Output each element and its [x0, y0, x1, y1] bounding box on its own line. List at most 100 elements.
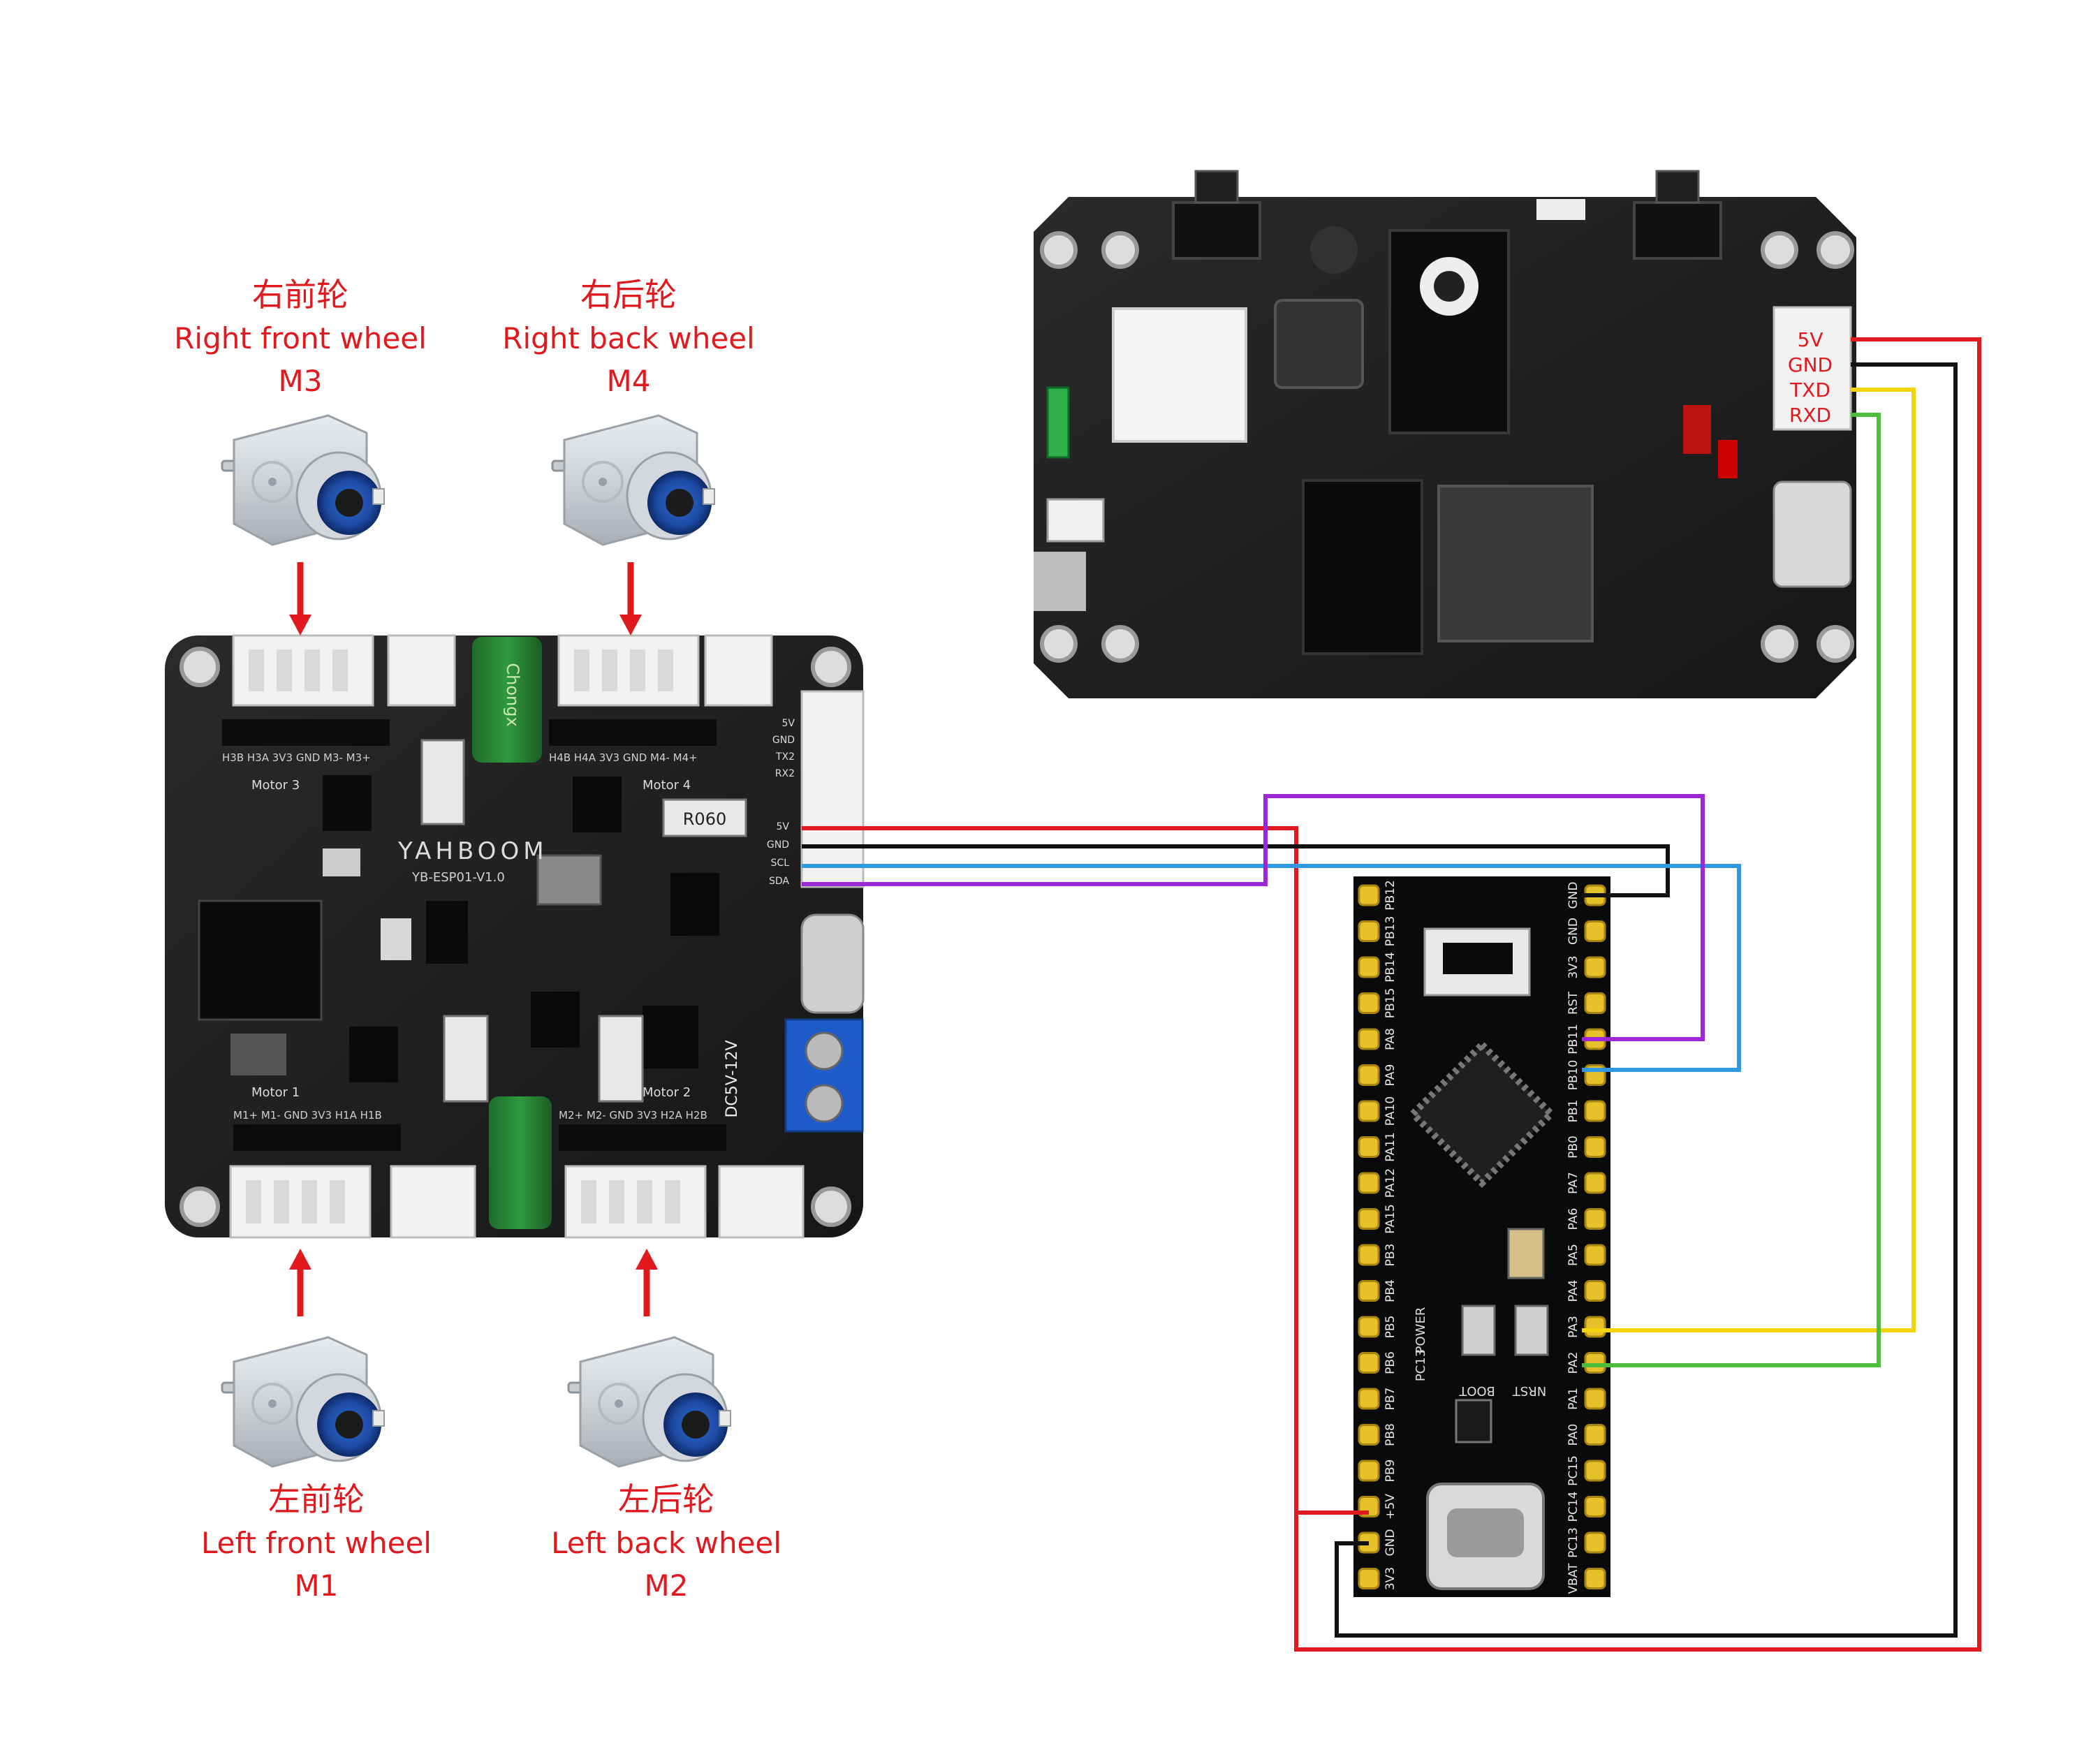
component: [1536, 199, 1585, 220]
label-m3-cn: 右前轮: [252, 276, 348, 314]
pin-pad: [1584, 1531, 1606, 1554]
label-m2-code: M2: [644, 1568, 689, 1603]
stm32-pin-label: PA9: [1384, 1064, 1397, 1087]
pin-pad: [1358, 1172, 1380, 1194]
stm32-pin-label: PB8: [1384, 1423, 1397, 1446]
stm32-pin-label: PB7: [1384, 1388, 1397, 1411]
motor-m3: [221, 414, 385, 546]
wire-gnd-module: [1335, 362, 1958, 1638]
motor1-connector: [229, 1165, 372, 1239]
stm32-pin-label: PA3: [1566, 1316, 1580, 1338]
crystal: [230, 1034, 286, 1075]
side-button: [1633, 201, 1722, 260]
arrowhead-m3: [289, 615, 311, 635]
label-m4-en: Right back wheel: [502, 321, 755, 356]
pin-pad: [1358, 1316, 1380, 1338]
side-pin-scl: SCL: [771, 858, 790, 869]
stm32-pin-label: PB5: [1384, 1316, 1397, 1339]
mcu-chip: [198, 899, 323, 1021]
pin-pad: [1358, 1064, 1380, 1086]
stm32-pin-label: GND: [1384, 1529, 1397, 1557]
pin-pad: [1584, 1352, 1606, 1374]
stm32-pin-label: PB1: [1566, 1100, 1580, 1123]
label-m2-en: Left back wheel: [551, 1526, 781, 1561]
arrows: [289, 562, 658, 1316]
pin-pad: [1358, 1388, 1380, 1410]
pin-pad: [1584, 1244, 1606, 1266]
stm32-pin-label: 3V3: [1384, 1567, 1397, 1590]
mount-hole: [1040, 625, 1078, 663]
pin-pad: [1358, 1568, 1380, 1589]
wire-5v-module: [1294, 337, 1981, 1652]
motor4-connector: [557, 634, 700, 707]
mount-hole: [179, 1186, 220, 1227]
motor-m4: [551, 414, 715, 546]
driver-ic: [643, 1006, 698, 1068]
resistor-label: R060: [683, 809, 726, 829]
pin-pad: [1358, 1424, 1380, 1446]
main-chip: [1302, 479, 1423, 655]
mount-hole: [1817, 231, 1854, 269]
wire-5v-driver: [802, 826, 1369, 1515]
pin-pad: [1358, 1280, 1380, 1302]
label-m2: 左后轮 Left back wheel M2: [527, 1480, 806, 1603]
stm32-pin-label: PC13: [1566, 1527, 1580, 1558]
pin-pad: [1358, 1352, 1380, 1374]
stm32-pin-label: PB4: [1384, 1279, 1397, 1302]
pin-pad: [1584, 920, 1606, 942]
pin-pad: [1358, 1460, 1380, 1482]
stm32-pin-label: PA1: [1566, 1388, 1580, 1410]
stm32-pin-label: PA4: [1566, 1280, 1580, 1302]
pin-pad: [1358, 920, 1380, 942]
wires: [802, 337, 1981, 1652]
pin-pad: [1358, 956, 1380, 978]
label-m2-cn: 左后轮: [618, 1480, 714, 1518]
component: [1034, 552, 1086, 611]
capacitor: [489, 1096, 552, 1229]
regulator: [1455, 1399, 1492, 1443]
mount-hole: [811, 1186, 851, 1227]
stm32-pin-label: PA0: [1566, 1424, 1580, 1446]
mount-hole: [179, 647, 220, 687]
connector-small: [704, 634, 773, 707]
side-pin-gnd-top: GND: [772, 735, 795, 746]
stm32-pin-label: +5V: [1384, 1494, 1397, 1520]
component: [381, 918, 411, 960]
bottom-left-pins: M1+ M1- GND 3V3 H1A H1B: [233, 1109, 382, 1122]
capacitor-label: Chongx: [503, 663, 522, 726]
component: [1310, 226, 1358, 274]
pin-pad: [1358, 992, 1380, 1014]
nrst-label: NRST: [1512, 1383, 1546, 1398]
processor: [1437, 485, 1594, 642]
driver-ic: [349, 1027, 398, 1082]
module-board: 5V GND TXD RXD: [1034, 170, 1856, 698]
capacitor: [472, 637, 542, 763]
mount-hole: [1101, 625, 1139, 663]
crystal: [536, 854, 602, 906]
brand-label: YAHBOOM: [397, 837, 548, 865]
component: [1683, 405, 1711, 454]
stm32-pcb: [1353, 876, 1610, 1597]
label-m3-en: Right front wheel: [174, 321, 427, 356]
driver-board: Chongx R060: [165, 634, 865, 1239]
top-left-pins: H3B H3A 3V3 GND M3- M3+: [222, 751, 371, 764]
stm32-pin-label: PB0: [1566, 1135, 1580, 1159]
stm32-pin-label: PA12: [1384, 1168, 1397, 1198]
stm32-pin-label: PB9: [1384, 1460, 1397, 1483]
side-button: [1172, 201, 1261, 260]
stm32-pin-label: PB11: [1566, 1024, 1580, 1054]
wire-txd: [1582, 388, 1916, 1332]
stm32-pin-label: GND: [1566, 918, 1580, 945]
pin-pad: [1584, 1316, 1606, 1338]
side-pin-5v-top: 5V: [782, 718, 795, 729]
stm32-pin-label: PB15: [1384, 988, 1397, 1019]
stm32-pin-label: PB14: [1384, 952, 1397, 983]
side-connector: [800, 690, 865, 888]
pin-pad: [1358, 1208, 1380, 1230]
stm32-pin-label: VBAT: [1566, 1563, 1580, 1594]
motor4-silk: Motor 4: [643, 778, 691, 793]
pin-pad: [1584, 1388, 1606, 1410]
pin-pad: [1584, 1208, 1606, 1230]
stm32-pin-label: PC15: [1566, 1455, 1580, 1486]
mount-hole: [1817, 625, 1854, 663]
